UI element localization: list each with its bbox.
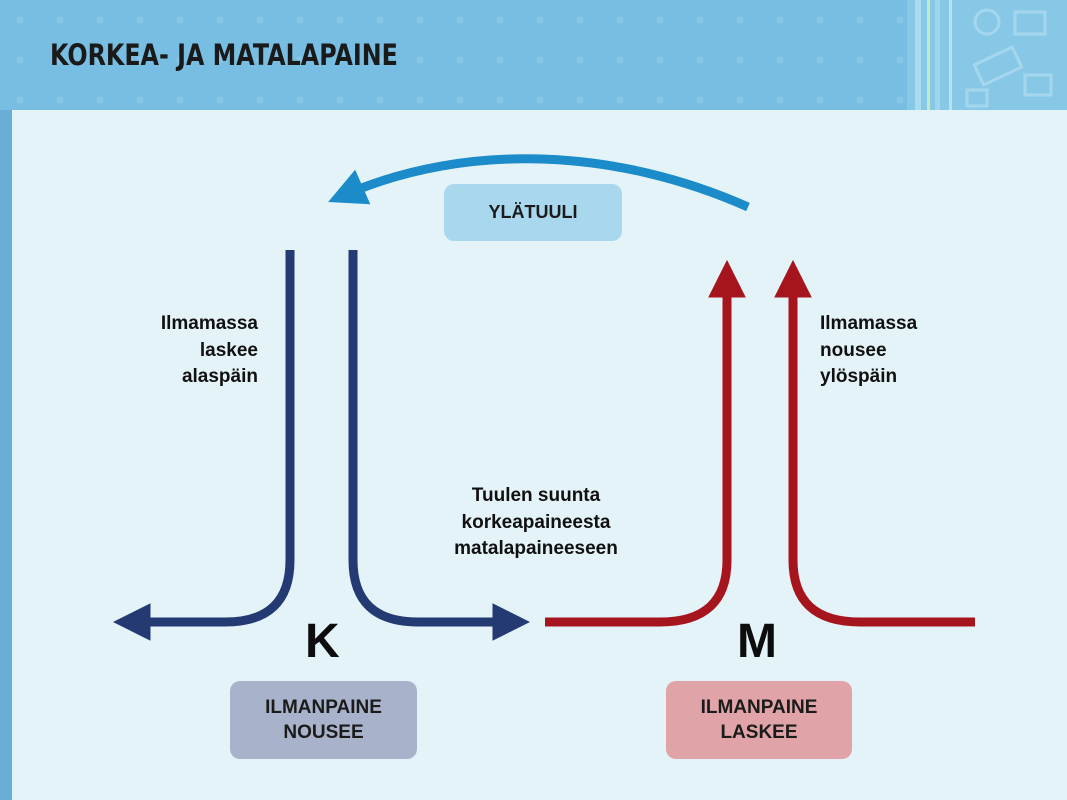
left-accent-strip: [0, 0, 12, 800]
ascending-right-arrow: [774, 259, 975, 627]
header-banner: [0, 0, 1067, 110]
wind-direction-description: Tuulen suunta korkeapaineesta matalapain…: [454, 485, 618, 559]
low-pressure-letter: M: [737, 615, 777, 668]
high-pressure-box: ILMANPAINE NOUSEE: [230, 681, 417, 759]
descending-left-arrow: [112, 250, 295, 641]
upper-wind-label: YLÄTUULI: [488, 202, 578, 222]
high-pressure-box-label: ILMANPAINE NOUSEE: [265, 697, 382, 743]
header-decoration-pattern: [907, 0, 1067, 110]
ascending-air-description: Ilmamassa nousee ylöspäin: [820, 313, 918, 387]
high-pressure-letter: K: [305, 615, 340, 668]
descending-right-arrow: [348, 250, 531, 641]
descending-air-description: Ilmamassa laskee alaspäin: [160, 313, 258, 387]
ascending-left-arrow: [545, 259, 746, 627]
slide-title: KORKEA- JA MATALAPAINE: [50, 38, 398, 72]
upper-wind-arrow: [328, 154, 750, 212]
low-pressure-box-label: ILMANPAINE LASKEE: [700, 697, 818, 743]
low-pressure-box: ILMANPAINE LASKEE: [666, 681, 852, 759]
upper-wind-label-box: YLÄTUULI: [444, 184, 622, 241]
